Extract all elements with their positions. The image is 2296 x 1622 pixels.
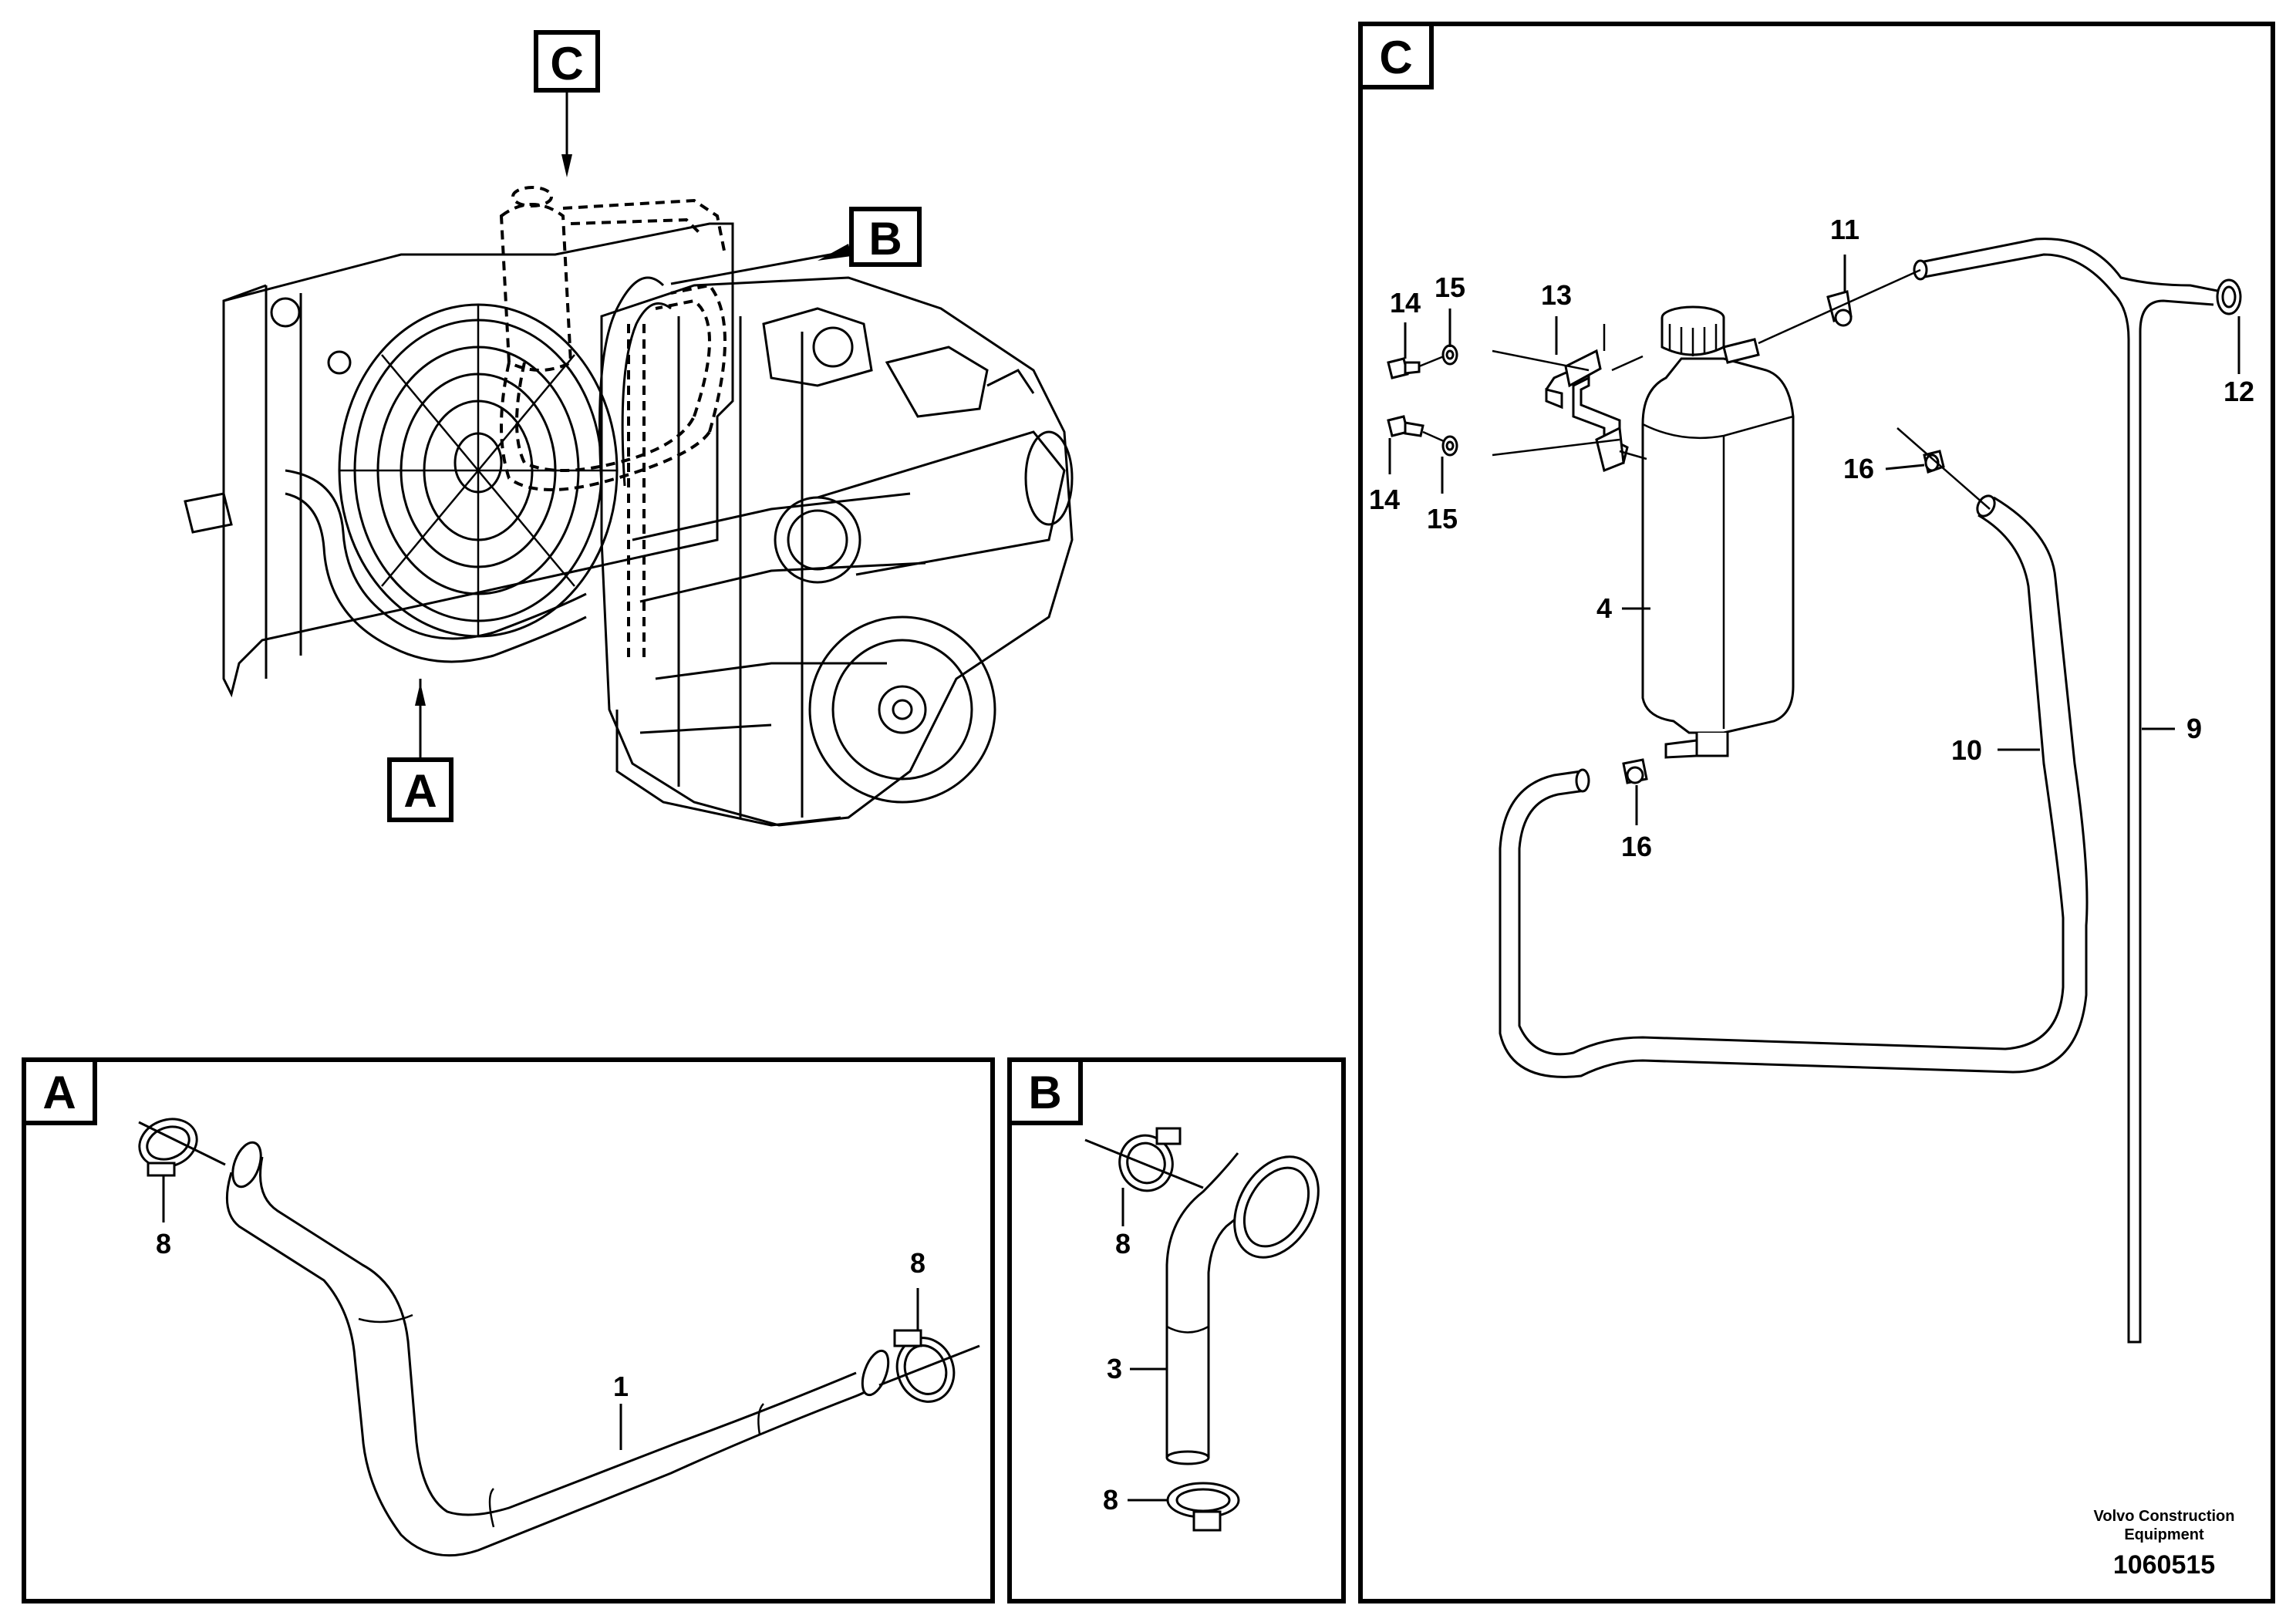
panel-a-label-clamp-right: 8 (910, 1247, 925, 1279)
overview-tag-a: A (403, 765, 437, 817)
panel-c: C 4 9 (1358, 22, 2275, 1603)
panel-c-label-tank: 4 (1596, 592, 1612, 624)
overview-tag-b: B (868, 213, 902, 265)
screw-14-top (1387, 357, 1421, 379)
panel-b-label-clamp-bottom: 8 (1103, 1484, 1118, 1516)
hose-3 (1165, 1152, 1320, 1465)
panel-c-label-clip-bottom: 16 (1621, 831, 1652, 862)
hose-10 (1499, 494, 2089, 1078)
washer-15-bottom (1441, 435, 1458, 457)
panel-c-label-grommet: 12 (2224, 376, 2254, 407)
panel-b: B 3 8 8 (1007, 1057, 1346, 1603)
panel-c-label-bracket: 13 (1541, 279, 1572, 311)
panel-c-label-pipe: 9 (2186, 713, 2202, 744)
overview-illustration (184, 186, 1074, 827)
panel-a-label-hose: 1 (613, 1371, 629, 1402)
clamp-8-right (878, 1329, 980, 1403)
clip-16-right (1896, 427, 1991, 510)
footer-drawing-code: 1060515 (2113, 1550, 2215, 1580)
panel-c-label-clip-right: 16 (1843, 453, 1874, 484)
washer-15-top (1441, 344, 1458, 366)
footer-company-line1: Volvo Construction (2094, 1508, 2235, 1525)
panel-a-label-clamp-left: 8 (156, 1228, 171, 1259)
panel-c-label-clip-top: 11 (1830, 214, 1859, 245)
panel-c-tag: C (1379, 32, 1412, 83)
panel-b-label-hose: 3 (1107, 1353, 1122, 1384)
panel-c-label-screw-top: 14 (1390, 287, 1421, 319)
clamp-8-left (138, 1118, 226, 1177)
footer: Volvo Construction Equipment 1060515 (2094, 1508, 2235, 1580)
overview-callout-b: B (670, 207, 922, 285)
panel-b-label-clamp-top: 8 (1115, 1228, 1131, 1259)
panel-b-tag: B (1028, 1067, 1061, 1118)
overview-callout-c: C (534, 30, 600, 177)
panel-a: A 1 8 8 (22, 1057, 995, 1603)
panel-c-label-hose: 10 (1951, 734, 1982, 766)
panel-c-label-washer-bottom: 15 (1427, 503, 1458, 534)
footer-company-line2: Equipment (2124, 1526, 2204, 1543)
bracket-13 (1492, 324, 1647, 473)
pipe-9 (1913, 238, 2242, 1344)
clamp-8-top (1084, 1127, 1204, 1192)
expansion-tank-4 (1641, 305, 1795, 759)
panel-a-tag: A (42, 1067, 76, 1118)
panel-c-label-washer-top: 15 (1435, 271, 1465, 303)
overview-tag-c: C (550, 38, 583, 89)
clamp-8-bottom (1166, 1482, 1240, 1532)
clip-16-bottom (1622, 758, 1648, 784)
panel-c-label-screw-bottom: 14 (1369, 484, 1400, 515)
hose-1 (225, 1141, 890, 1557)
clip-11 (1758, 268, 1921, 345)
overview-callout-a: A (387, 679, 453, 822)
screw-14-bottom (1387, 415, 1424, 437)
